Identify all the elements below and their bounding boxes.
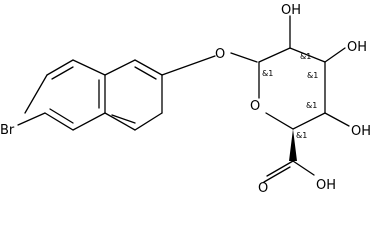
c3-oh-bond <box>324 47 346 63</box>
carbonyl-double-bond-b <box>263 166 291 183</box>
hydroxyl-top-atom: OH <box>281 3 301 18</box>
naphthalene-right-ring <box>104 59 163 131</box>
c-o-link-bond <box>161 55 216 76</box>
bromine-atom: Br <box>0 123 15 138</box>
acid-oh-bond <box>292 160 315 176</box>
carbonyl-oxygen-atom: O <box>258 181 268 196</box>
hydroxyl-low-atom: OH <box>351 124 371 139</box>
molecule-structure: Br O O OH OH OH O OH &1 &1 &1 &1 &1 <box>0 3 371 196</box>
ring-oxygen-atom: O <box>250 99 260 114</box>
carbonyl-double-bond-a <box>266 160 294 177</box>
c4-oh-bond <box>324 112 350 127</box>
stereo-label-c2: &1 <box>300 52 311 61</box>
c-br-bond <box>17 112 46 126</box>
naphthalene-left-ring <box>24 59 106 131</box>
glycosidic-oxygen-atom: O <box>215 47 225 62</box>
stereo-label-c5: &1 <box>296 131 307 140</box>
stereo-label-c3: &1 <box>307 71 318 80</box>
acid-hydroxyl-atom: OH <box>316 178 336 193</box>
hydroxyl-mid-atom: OH <box>347 40 367 55</box>
pyranose-ring <box>258 47 326 130</box>
stereo-label-anomeric: &1 <box>262 69 273 78</box>
c5-wedge-bond <box>289 129 297 161</box>
o-anomeric-bond <box>230 52 258 63</box>
stereo-label-c4: &1 <box>306 101 317 110</box>
